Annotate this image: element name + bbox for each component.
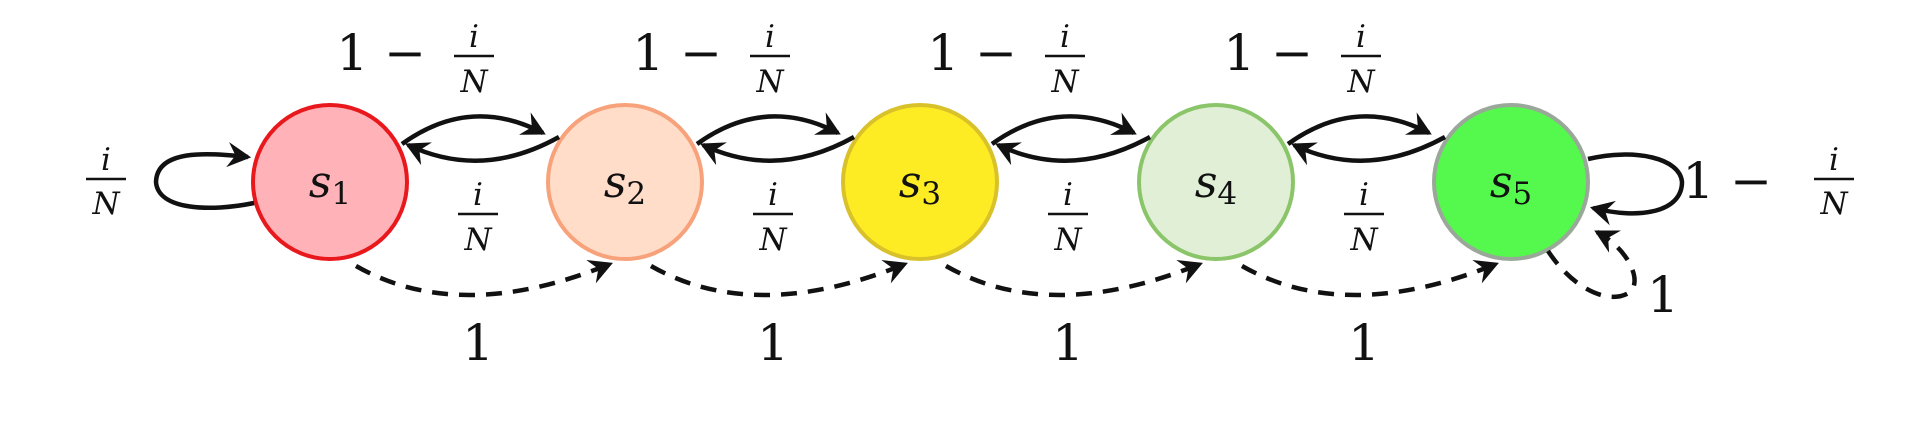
edge-s5-self-dashed — [1546, 230, 1637, 300]
edge-s2-s3-dashed — [649, 260, 908, 298]
edge-s4-s5-dashed — [1240, 260, 1499, 298]
svg-text:N: N — [1819, 186, 1849, 222]
node-s1-letter: s — [309, 157, 332, 208]
label-dashed-s1-s2: 1 — [462, 314, 494, 372]
label-dashed-s2-s3: 1 — [757, 314, 789, 372]
edge-s3-s4-dashed — [944, 260, 1203, 298]
svg-text:s5: s5 — [1490, 157, 1532, 213]
svg-text:i: i — [101, 142, 111, 178]
node-s3-sub: 3 — [921, 176, 941, 212]
node-s5: s5 — [1432, 103, 1590, 261]
label-forward-s2-s3: 1 − i N — [632, 19, 790, 100]
edge-s1-s2-forward — [400, 112, 546, 146]
label-backward-s3-s2: i N — [753, 177, 793, 258]
edge-s2-s1-backward — [405, 135, 561, 166]
svg-text:i: i — [469, 19, 479, 55]
svg-text:1 −: 1 − — [632, 24, 722, 82]
label-dashed-s5-self: 1 — [1647, 266, 1679, 324]
svg-text:N: N — [758, 222, 788, 258]
edge-s1-self-loop — [153, 142, 255, 211]
label-backward-s2-s1: i N — [458, 177, 498, 258]
svg-text:N: N — [755, 64, 785, 100]
svg-text:N: N — [1053, 222, 1083, 258]
svg-text:i: i — [765, 19, 775, 55]
node-s3: s3 — [841, 103, 999, 261]
node-s5-sub: 5 — [1512, 176, 1532, 212]
svg-text:i: i — [1359, 177, 1369, 213]
node-s2-sub: 2 — [626, 176, 646, 212]
svg-text:N: N — [1346, 64, 1376, 100]
svg-text:i: i — [768, 177, 778, 213]
label-backward-s5-s4: i N — [1344, 177, 1384, 258]
label-forward-s3-s4: 1 − i N — [927, 19, 1085, 100]
node-s2-letter: s — [604, 157, 627, 208]
node-s4-letter: s — [1195, 157, 1218, 208]
svg-text:N: N — [91, 186, 121, 222]
edge-s2-s3-forward — [695, 112, 841, 146]
edge-s3-s2-backward — [700, 135, 856, 166]
edge-s3-s4-forward — [990, 112, 1137, 146]
node-s2: s2 — [546, 103, 704, 261]
svg-text:1 −: 1 − — [927, 24, 1017, 82]
label-dashed-s3-s4: 1 — [1052, 314, 1084, 372]
svg-text:i: i — [1063, 177, 1073, 213]
label-dashed-s4-s5: 1 — [1348, 314, 1380, 372]
svg-text:s4: s4 — [1195, 157, 1237, 213]
svg-text:N: N — [459, 64, 489, 100]
label-forward-s1-s2: 1 − i N — [336, 19, 494, 100]
node-s1-sub: 1 — [331, 176, 351, 212]
node-s3-letter: s — [899, 157, 922, 208]
edge-s5-s4-backward — [1291, 135, 1447, 166]
edge-s1-s2-dashed — [354, 260, 613, 298]
node-s4-sub: 4 — [1217, 176, 1237, 212]
svg-text:N: N — [1050, 64, 1080, 100]
svg-text:i: i — [473, 177, 483, 213]
node-s1: s1 — [251, 103, 409, 261]
svg-text:N: N — [463, 222, 493, 258]
label-forward-s4-s5: 1 − i N — [1223, 19, 1381, 100]
svg-text:i: i — [1060, 19, 1070, 55]
svg-text:1 −: 1 − — [336, 24, 426, 82]
label-self-loop-s5: 1 − i N — [1682, 142, 1854, 222]
edge-s5-self-loop — [1587, 152, 1685, 226]
svg-text:s3: s3 — [899, 157, 941, 213]
svg-text:i: i — [1356, 19, 1366, 55]
svg-text:s1: s1 — [309, 157, 351, 213]
node-s5-letter: s — [1490, 157, 1513, 208]
label-self-loop-s1: i N — [86, 142, 126, 222]
svg-text:1 −: 1 − — [1682, 152, 1772, 210]
svg-text:1 −: 1 − — [1223, 24, 1313, 82]
node-s4: s4 — [1137, 103, 1295, 261]
svg-text:N: N — [1349, 222, 1379, 258]
label-backward-s4-s3: i N — [1048, 177, 1088, 258]
edge-s4-s3-backward — [995, 135, 1152, 166]
svg-text:i: i — [1829, 142, 1839, 178]
svg-text:s2: s2 — [604, 157, 646, 213]
edge-s4-s5-forward — [1286, 112, 1432, 146]
